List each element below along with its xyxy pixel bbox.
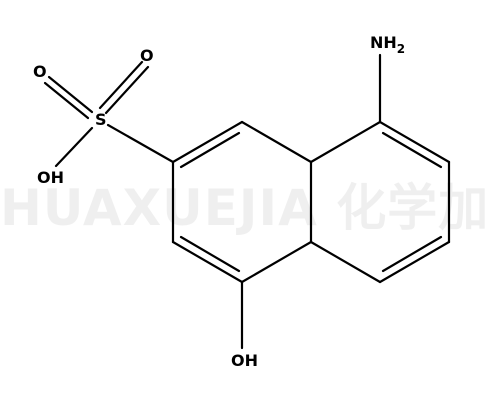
bond-c3-c4: [171, 240, 244, 284]
bond-c8-c7-inner: [381, 131, 443, 169]
atom-label-o-left: O: [33, 62, 47, 81]
atom-label-nh2: NH2: [370, 33, 405, 56]
atom-label-oh-sulfonic: OH: [37, 168, 64, 187]
atom-label-o-top: O: [140, 46, 154, 65]
bond-s-o-left-b: [43, 81, 90, 120]
bond-c6-c5-inner: [381, 235, 443, 273]
bond-c5-c4a: [309, 240, 382, 284]
bond-c1-c2: [171, 120, 244, 164]
bond-c4-c4a: [240, 240, 313, 284]
bond-s-o-left-a: [47, 75, 94, 114]
bond-c8a-c8: [309, 120, 382, 164]
watermark: HUAXUEJIA 化学加: [0, 179, 487, 237]
bond-c8-c7: [378, 120, 451, 164]
atom-label-oh-phenol: OH: [231, 351, 258, 370]
bond-c2-s: [106, 123, 175, 164]
bond-c3-c4-inner: [179, 235, 241, 273]
bond-c6-c5: [378, 240, 451, 284]
bond-s-o-top-b: [104, 65, 150, 115]
atom-label-s: S: [95, 110, 107, 129]
bond-c1-c2-inner: [179, 131, 241, 169]
bond-s-o-top-a: [98, 60, 144, 110]
bond-s-oh: [54, 126, 94, 168]
atom-label-nh2-subscript: 2: [397, 42, 405, 56]
bond-c8a-c1: [240, 120, 313, 164]
